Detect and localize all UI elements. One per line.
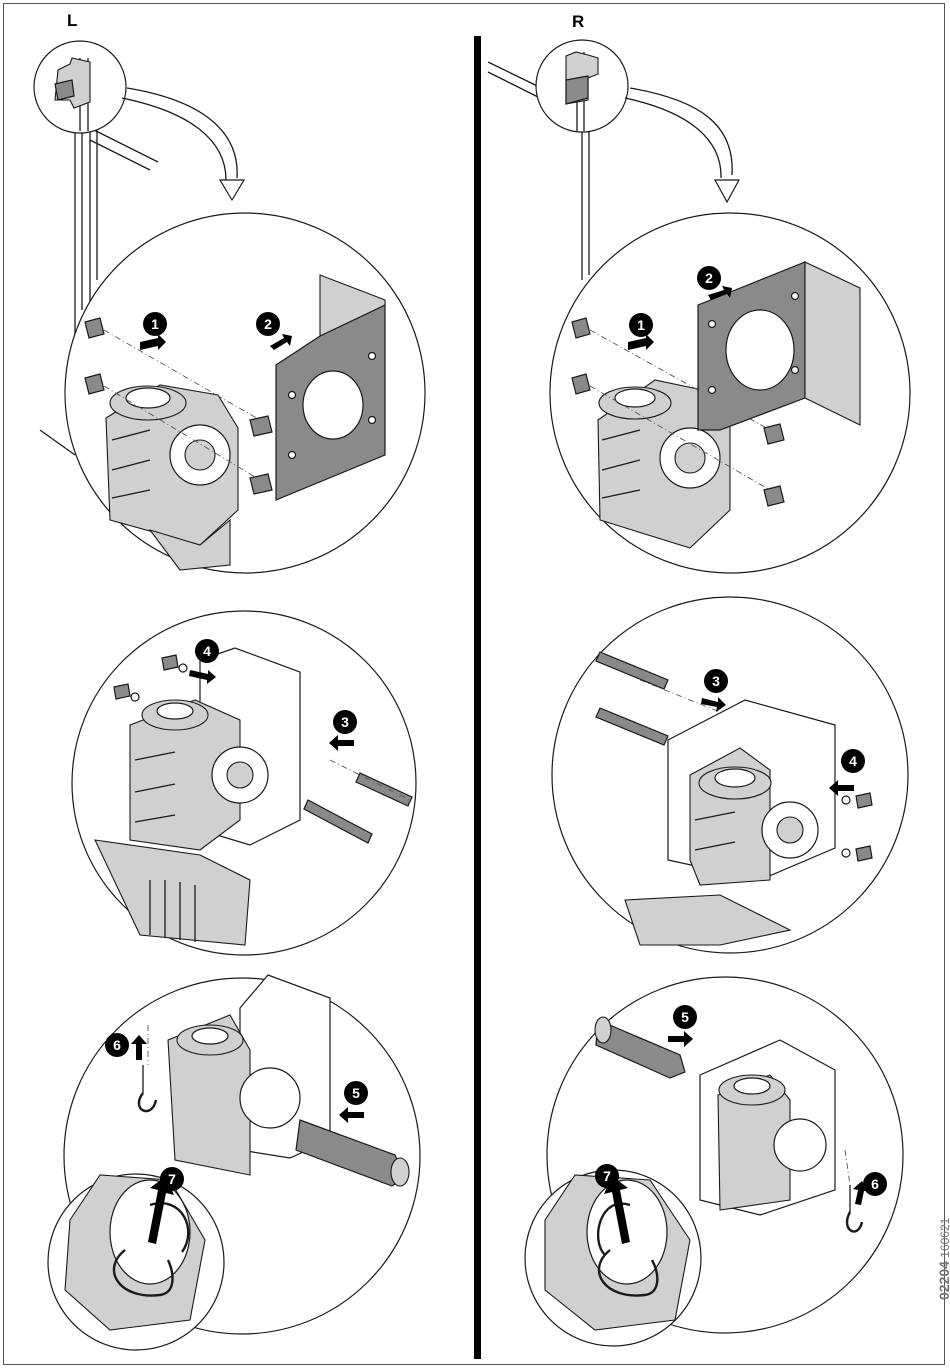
left-step-7-number: 7 bbox=[168, 1171, 176, 1187]
right-step-2-badge: 2 bbox=[697, 266, 721, 290]
right-step-panel-shaft bbox=[525, 977, 903, 1346]
right-step-3-badge: 3 bbox=[704, 669, 728, 693]
left-step-6-badge: 6 bbox=[105, 1033, 129, 1057]
left-step-2-number: 2 bbox=[264, 316, 272, 332]
right-step-5-badge: 5 bbox=[673, 1005, 697, 1029]
left-step-5-number: 5 bbox=[352, 1085, 360, 1101]
right-step-2-number: 2 bbox=[705, 270, 713, 286]
right-step-1-badge: 1 bbox=[629, 313, 653, 337]
right-step-panel-mounting-plate bbox=[550, 213, 910, 573]
left-step-7-badge: 7 bbox=[160, 1167, 184, 1191]
right-step-7-number: 7 bbox=[603, 1168, 611, 1184]
right-detail-circle bbox=[536, 40, 628, 132]
left-step-3-badge: 3 bbox=[333, 710, 357, 734]
right-step-4-badge: 4 bbox=[841, 749, 865, 773]
left-curved-arrow bbox=[122, 88, 244, 200]
left-detail-circle bbox=[34, 41, 126, 133]
left-step-2-badge: 2 bbox=[256, 312, 280, 336]
left-step-panel-bracket-pins bbox=[72, 611, 416, 955]
right-step-6-badge: 6 bbox=[863, 1172, 887, 1196]
right-step-panel-bracket-pins bbox=[552, 597, 908, 953]
document-revision: 160621 bbox=[938, 1218, 950, 1258]
left-step-1-number: 1 bbox=[151, 316, 159, 332]
right-curved-arrow bbox=[625, 88, 739, 202]
right-step-1-number: 1 bbox=[637, 317, 645, 333]
right-step-6-number: 6 bbox=[871, 1176, 879, 1192]
right-step-3-number: 3 bbox=[712, 673, 720, 689]
left-step-3-number: 3 bbox=[341, 714, 349, 730]
left-step-5-badge: 5 bbox=[344, 1081, 368, 1105]
right-step-5-number: 5 bbox=[681, 1009, 689, 1025]
document-id: 02204 bbox=[936, 1261, 950, 1300]
left-step-4-badge: 4 bbox=[195, 639, 219, 663]
left-step-panel-shaft bbox=[48, 975, 420, 1350]
left-step-4-number: 4 bbox=[203, 643, 211, 659]
left-step-1-badge: 1 bbox=[143, 312, 167, 336]
left-step-6-number: 6 bbox=[113, 1037, 121, 1053]
right-step-4-number: 4 bbox=[849, 753, 857, 769]
document-number: 02204 160621 bbox=[936, 1218, 950, 1300]
left-step-panel-mounting-plate bbox=[65, 213, 425, 573]
right-step-7-badge: 7 bbox=[595, 1164, 619, 1188]
